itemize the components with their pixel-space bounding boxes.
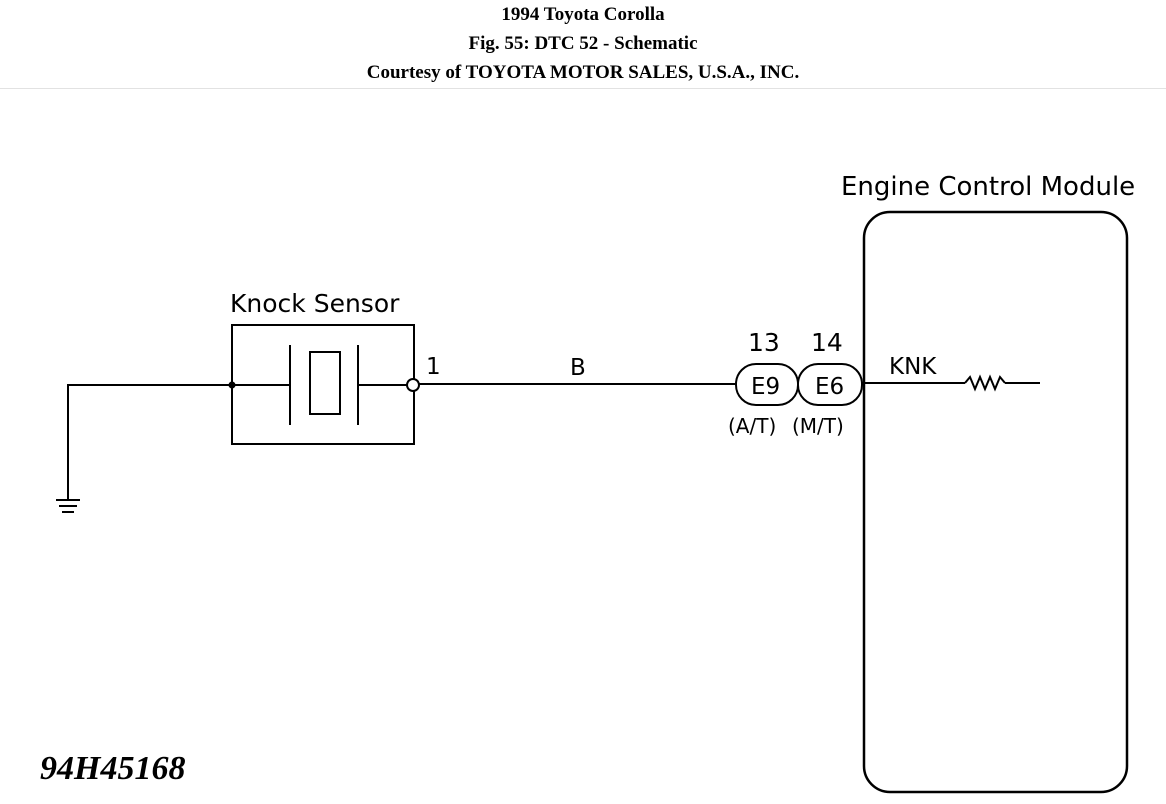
header-courtesy: Courtesy of TOYOTA MOTOR SALES, U.S.A., …: [366, 62, 800, 83]
connector-right-id: E6: [815, 374, 844, 400]
connector-right-pin: 14: [811, 328, 843, 357]
connector-right-note: (M/T): [792, 414, 844, 438]
sensor-pin-label: 1: [426, 354, 441, 380]
ecm-input-wire: [862, 374, 1040, 392]
ecm-label: Engine Control Module: [841, 172, 1135, 202]
knock-sensor-label: Knock Sensor: [230, 289, 400, 318]
ecm-terminal-label: KNK: [889, 354, 937, 380]
connector-e6: [797, 363, 863, 406]
page-header: 1994 Toyota Corolla Fig. 55: DTC 52 - Sc…: [0, 0, 1166, 89]
figure-id: 94H45168: [40, 750, 185, 787]
ground-icon: [56, 384, 232, 513]
connector-left-pin: 13: [748, 328, 780, 357]
ecm-box: [862, 210, 1129, 794]
header-figure-caption: Fig. 55: DTC 52 - Schematic: [468, 33, 698, 54]
connector-left-note: (A/T): [728, 414, 776, 438]
wire-color-label: B: [570, 355, 586, 381]
sensor-terminal-1: [406, 378, 420, 392]
resistor-icon: [964, 374, 1006, 392]
piezo-element-icon: [232, 345, 407, 425]
connector-left-id: E9: [751, 374, 780, 400]
header-title: 1994 Toyota Corolla: [501, 4, 665, 25]
